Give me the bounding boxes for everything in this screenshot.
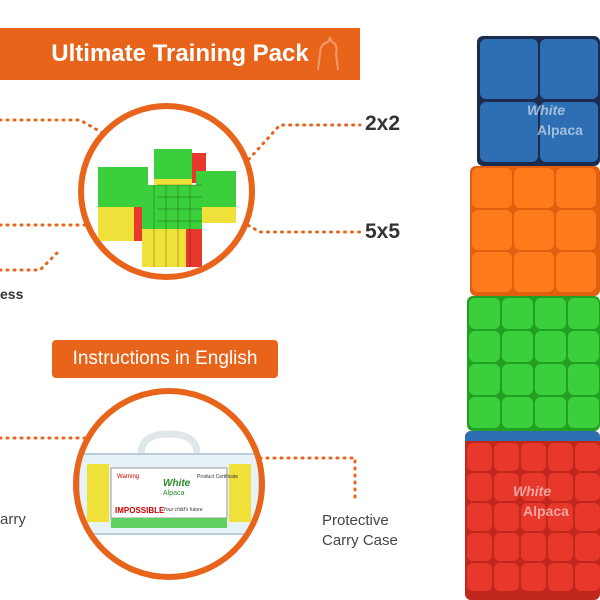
case-brand-text-2: Alpaca <box>163 490 185 497</box>
case-label-line1: Protective <box>322 512 389 529</box>
watermark-5x5-line2: Alpaca <box>523 503 569 519</box>
cube-2x2-blue: White Alpaca <box>477 36 600 166</box>
label-2x2: 2x2 <box>365 112 401 135</box>
cube-4x4-green <box>467 296 600 431</box>
carry-case-image <box>79 430 259 535</box>
cube-cluster-circle <box>78 103 255 280</box>
case-label-line2: Carry Case <box>322 532 398 549</box>
title-banner: Ultimate Training Pack <box>0 28 360 80</box>
instructions-text: Instructions in English <box>72 348 258 369</box>
watermark-5x5-line1: White <box>513 483 552 499</box>
cube-5x5-red: White Alpaca <box>465 431 600 600</box>
label-5x5: 5x5 <box>365 220 401 243</box>
case-impossible-text: IMPOSSIBLE <box>115 506 165 515</box>
watermark-2x2-line1: White <box>527 102 566 118</box>
partial-label-arry: arry <box>0 511 26 528</box>
case-slogan-text: Your child's future <box>163 507 203 513</box>
case-warning-text: Warning <box>117 474 140 480</box>
watermark-2x2-line2: Alpaca <box>537 122 583 138</box>
cube-3x3-orange <box>470 166 600 296</box>
instructions-pill: Instructions in English <box>52 340 278 378</box>
case-brand-text: White <box>163 478 191 489</box>
banner-title: Ultimate Training Pack <box>51 40 309 67</box>
cube-cluster-image <box>98 149 236 267</box>
case-certificate-text: Product Certificate <box>197 474 239 480</box>
partial-label-ess: ess <box>0 286 24 302</box>
carry-case-circle: Warning Product Certificate White Alpaca… <box>73 388 265 580</box>
cube-stack: White Alpaca <box>465 36 600 600</box>
alpaca-watermark-icon <box>317 35 339 71</box>
